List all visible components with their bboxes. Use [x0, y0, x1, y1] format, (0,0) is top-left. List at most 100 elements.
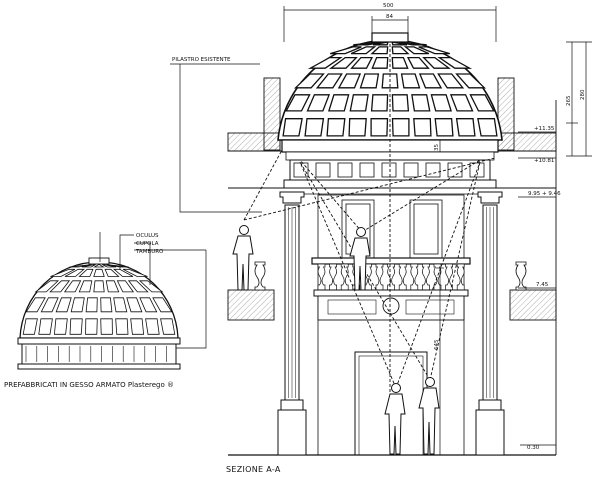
drum-window — [403, 162, 419, 178]
dim-265: 265 — [566, 95, 572, 106]
dome-coffer — [106, 264, 129, 268]
drum-windows — [293, 162, 485, 178]
dome-coffer — [22, 318, 38, 335]
dome-coffer — [306, 94, 331, 112]
baluster — [410, 263, 419, 291]
dome-coffer — [370, 94, 389, 112]
dome-coffer — [315, 73, 343, 89]
figure-center-balcony — [349, 227, 371, 291]
dimension-lines — [283, 6, 592, 456]
dome-coffer — [350, 56, 374, 69]
drum-window — [447, 162, 463, 178]
dome-coffer — [400, 73, 421, 89]
oculus-ring — [371, 32, 409, 43]
dome-coffer — [138, 280, 164, 293]
dome-coffer — [139, 297, 158, 313]
dim-500: 500 — [383, 3, 394, 9]
dome-coffer — [430, 94, 452, 112]
level-markers — [518, 131, 556, 289]
dome-coffer — [350, 46, 377, 55]
dome-coffer — [422, 56, 451, 69]
dome-coffer — [127, 280, 149, 293]
dome-coffer — [371, 56, 389, 69]
dome-coffer — [69, 264, 92, 268]
dome-coffer — [145, 318, 160, 335]
dome-coffer — [69, 318, 83, 335]
baluster — [375, 263, 384, 291]
dome-coffer — [70, 297, 85, 313]
dome-coffer — [38, 318, 53, 335]
baluster — [387, 263, 395, 291]
dome-coffer — [293, 73, 325, 89]
dome-coffer — [104, 268, 120, 277]
dome-coffer — [50, 268, 76, 277]
dome-coffer — [434, 118, 454, 137]
dome-coffer — [418, 73, 443, 89]
dome-coffer — [55, 297, 72, 313]
dome-coffer — [93, 280, 105, 293]
side-balusters — [254, 261, 527, 291]
figure-door-left — [384, 383, 406, 455]
dome-coffer — [437, 56, 473, 69]
baluster — [456, 263, 465, 291]
dome-coffer — [105, 280, 120, 293]
dome-coffer — [285, 94, 311, 112]
dome-coffer — [411, 94, 431, 112]
dome-coffers — [282, 41, 498, 137]
figure-door-right — [418, 377, 440, 455]
dome-coffer — [130, 318, 145, 335]
dome-coffer — [116, 280, 135, 293]
dome-coffer — [304, 118, 325, 137]
dome-coffer — [406, 56, 430, 69]
dome-coffer — [449, 94, 474, 112]
dome-coffer — [100, 297, 113, 313]
drum-window — [315, 162, 331, 178]
dome-coffer — [455, 118, 476, 137]
dome-coffer — [85, 318, 98, 335]
dome-coffer — [113, 297, 128, 313]
dome-coffer — [152, 297, 173, 313]
small-dome-detail — [17, 257, 181, 370]
dome-coffer — [391, 56, 409, 69]
dome-coffer — [102, 264, 117, 268]
dim-645: 645 — [434, 339, 440, 350]
label-tamburo: TAMBURO — [135, 249, 164, 255]
dome-coffer — [93, 268, 105, 277]
small-oculus — [88, 257, 110, 265]
dome-coffer — [53, 318, 68, 335]
dome-coffer — [78, 268, 94, 277]
dome-coffer — [78, 280, 93, 293]
drum-window — [381, 162, 397, 178]
dome-coffer — [160, 318, 176, 335]
dome-coffer — [370, 118, 389, 137]
figure-left-balcony — [232, 225, 254, 291]
drum-window — [425, 162, 441, 178]
baluster — [317, 263, 326, 291]
level-745: 7.45 — [536, 282, 549, 288]
level-1081: +10.81 — [534, 158, 554, 164]
dome-coffer — [337, 73, 362, 89]
label-prefabbricati: PREFABBRICATI IN GESSO ARMATO Plasterego… — [4, 381, 174, 389]
dome-coffer — [307, 56, 343, 69]
label-oculus: OCULUS — [136, 233, 159, 239]
dome-coffer — [49, 280, 71, 293]
leader-lines — [99, 63, 262, 349]
dim-280: 280 — [580, 89, 586, 100]
dome-coffer — [25, 297, 46, 313]
baluster — [422, 263, 430, 291]
dome-coffer — [370, 46, 389, 55]
dome-coffer — [81, 264, 96, 268]
dome-coffer — [328, 94, 350, 112]
label-pilastro-esistente: PILASTRO ESISTENTE — [172, 57, 231, 63]
small-dome-coffers — [22, 264, 176, 335]
dome-coffer — [418, 46, 450, 55]
dome-coffer — [469, 94, 495, 112]
dome-coffer — [391, 94, 410, 112]
dome-coffer — [477, 118, 498, 137]
dome-coffer — [93, 264, 105, 268]
label-cupola: CUPOLA — [136, 241, 159, 247]
dome-coffer — [100, 318, 113, 335]
dome-coffer — [391, 118, 410, 137]
